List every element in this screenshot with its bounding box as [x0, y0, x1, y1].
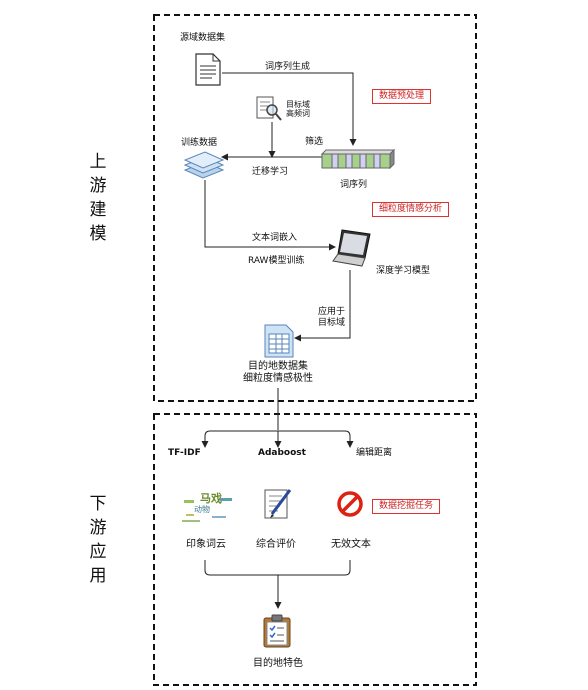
- tag-sentiment: 细粒度情感分析: [372, 202, 450, 217]
- wordcloud-label: 印象词云: [186, 539, 226, 550]
- dataset-table-icon: [264, 324, 294, 358]
- arrow-merge: [204, 560, 351, 576]
- evaluation-label: 综合评价: [256, 539, 296, 550]
- features-label: 目的地特色: [253, 658, 303, 669]
- document-icon: [195, 53, 221, 86]
- tfidf-label: TF-IDF: [168, 448, 201, 458]
- text-embedding-label: 文本词嵌入: [252, 233, 298, 243]
- adaboost-label: Adaboost: [258, 448, 306, 458]
- deep-model-label: 深度学习模型: [376, 266, 431, 276]
- arrow-seq-generate: [222, 72, 357, 146]
- edit-distance-label: 编辑距离: [356, 448, 393, 458]
- cloud-word: 马戏: [200, 492, 222, 505]
- evaluation-icon: [264, 489, 292, 519]
- magnifier-document-icon: [256, 96, 282, 121]
- training-data-icon: [183, 151, 225, 179]
- transfer-learning-label: 迁移学习: [252, 167, 289, 177]
- tag-mining: 数据挖掘任务: [372, 499, 441, 514]
- upstream-frame: [153, 14, 477, 402]
- downstream-side-label: 下 游 应 用: [89, 494, 107, 586]
- arrow-embedding: [204, 180, 336, 251]
- cloud-word: 动物: [194, 505, 210, 514]
- laptop-icon: [332, 229, 371, 267]
- training-data-label: 训练数据: [181, 138, 218, 148]
- downstream-frame: [153, 413, 477, 686]
- wordcloud-icon: 马戏 动物: [182, 488, 234, 526]
- raw-training-label: RAW模型训练: [248, 256, 305, 266]
- word-sequence-label: 词序列: [340, 180, 368, 190]
- target-freq-label: 目标域 高频词: [286, 100, 310, 118]
- dest-dataset-label: 目的地数据集 细粒度情感极性: [243, 361, 313, 384]
- upstream-side-label: 上 游 建 模: [89, 152, 107, 244]
- apply-target-label: 应用于 目标域: [318, 307, 346, 328]
- invalid-text-label: 无效文本: [331, 539, 371, 550]
- source-dataset-label: 源域数据集: [180, 33, 226, 43]
- arrow-apply: [294, 270, 351, 342]
- filter-label: 筛选: [305, 137, 324, 147]
- word-sequence-icon: [320, 148, 396, 170]
- invalid-icon: [337, 491, 363, 517]
- seq-generate-label: 词序列生成: [265, 62, 311, 72]
- tag-preprocess: 数据预处理: [372, 89, 432, 104]
- clipboard-icon: [263, 614, 291, 648]
